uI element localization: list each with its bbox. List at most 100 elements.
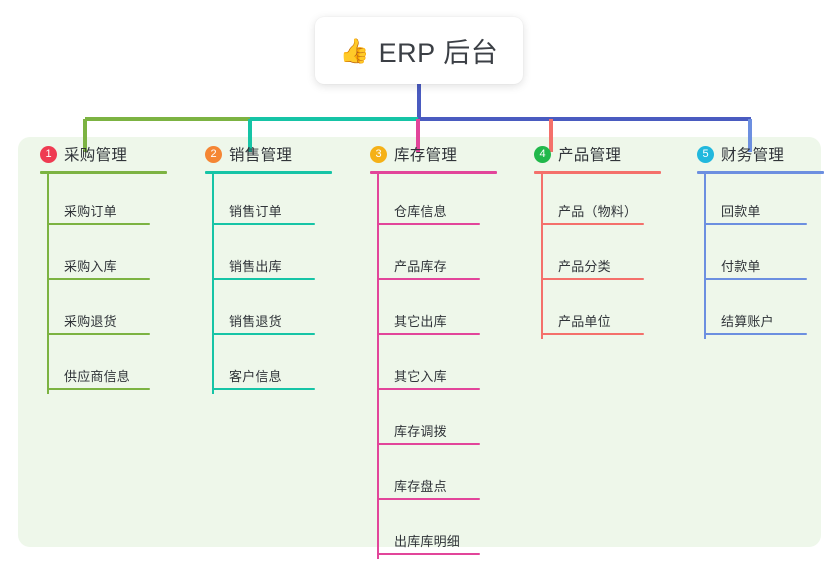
branch-item-rule <box>377 553 480 555</box>
branch-header-1[interactable]: 1 采购管理 <box>22 137 187 171</box>
branch-item-label: 供应商信息 <box>64 369 131 384</box>
branch-item[interactable]: 付款单 <box>704 229 839 284</box>
branch-item-rule <box>704 223 807 225</box>
branch-spine-1 <box>47 174 49 394</box>
branch-badge-icon-4: 4 <box>534 145 551 163</box>
branch-item[interactable]: 回款单 <box>704 174 839 229</box>
branch-header-3[interactable]: 3 库存管理 <box>352 137 517 171</box>
root-node-card[interactable]: 👍 ERP 后台 <box>315 17 523 84</box>
branch-item-rule <box>377 223 480 225</box>
branch-item-rule <box>541 333 644 335</box>
branch-item-rule <box>47 223 150 225</box>
branch-item[interactable]: 出库库明细 <box>377 504 517 559</box>
branch-item-label: 结算账户 <box>721 314 774 329</box>
branch-item-label: 库存盘点 <box>394 479 447 494</box>
branch-spine-5 <box>704 174 706 339</box>
branch-items-4: 产品（物料） 产品分类产品单位 <box>541 174 681 339</box>
diagram-panel <box>18 137 821 547</box>
branch-header-rule-3 <box>370 171 497 174</box>
branch-item-rule <box>212 278 315 280</box>
branch-title-4: 产品管理 <box>558 147 622 164</box>
branch-item-rule <box>212 223 315 225</box>
branch-item[interactable]: 结算账户 <box>704 284 839 339</box>
branch-item-rule <box>212 333 315 335</box>
branch-item[interactable]: 客户信息 <box>212 339 352 394</box>
branch-column-5: 5 财务管理回款单付款单结算账户 <box>679 137 839 339</box>
branch-spine-2 <box>212 174 214 394</box>
branch-item-label: 采购入库 <box>64 259 117 274</box>
branch-item[interactable]: 产品（物料） <box>541 174 681 229</box>
branch-item-label: 回款单 <box>721 204 761 219</box>
branch-item-rule <box>377 278 480 280</box>
root-node-content: 👍 ERP 后台 <box>340 31 498 70</box>
branch-item[interactable]: 产品单位 <box>541 284 681 339</box>
branch-items-5: 回款单付款单结算账户 <box>704 174 839 339</box>
branch-header-rule-1 <box>40 171 167 174</box>
branch-item[interactable]: 供应商信息 <box>47 339 187 394</box>
branch-item-label: 采购退货 <box>64 314 117 329</box>
branch-badge-icon-5: 5 <box>697 145 714 163</box>
branch-title-1: 采购管理 <box>64 147 128 164</box>
branch-item[interactable]: 销售出库 <box>212 229 352 284</box>
branch-column-3: 3 库存管理仓库信息产品库存其它出库其它入库库存调拨库存盘点出库库明细 <box>352 137 517 559</box>
branch-item-label: 产品库存 <box>394 259 447 274</box>
branch-column-4: 4 产品管理产品（物料） 产品分类产品单位 <box>516 137 681 339</box>
branch-item[interactable]: 销售退货 <box>212 284 352 339</box>
branch-items-2: 销售订单销售出库销售退货客户信息 <box>212 174 352 394</box>
branch-badge-icon-3: 3 <box>370 145 387 163</box>
branch-item-rule <box>377 388 480 390</box>
branch-item-rule <box>377 498 480 500</box>
branch-item-rule <box>541 278 644 280</box>
branch-item[interactable]: 产品库存 <box>377 229 517 284</box>
branch-item[interactable]: 库存调拨 <box>377 394 517 449</box>
branch-item-rule <box>47 388 150 390</box>
branch-item-label: 产品分类 <box>558 259 611 274</box>
branch-item-rule <box>704 333 807 335</box>
branch-item-label: 库存调拨 <box>394 424 447 439</box>
branch-item-label: 销售订单 <box>229 204 282 219</box>
root-node-title: ERP 后台 <box>378 38 499 68</box>
branch-column-1: 1 采购管理采购订单采购入库采购退货供应商信息 <box>22 137 187 394</box>
branch-item[interactable]: 销售订单 <box>212 174 352 229</box>
branch-item-label: 其它出库 <box>394 314 447 329</box>
branch-badge-icon-2: 2 <box>205 145 222 163</box>
branch-header-4[interactable]: 4 产品管理 <box>516 137 681 171</box>
branch-item[interactable]: 产品分类 <box>541 229 681 284</box>
branch-title-3: 库存管理 <box>394 147 458 164</box>
branch-item-rule <box>47 333 150 335</box>
branch-item-label: 采购订单 <box>64 204 117 219</box>
branch-items-3: 仓库信息产品库存其它出库其它入库库存调拨库存盘点出库库明细 <box>377 174 517 559</box>
branch-item-rule <box>541 223 644 225</box>
branch-item[interactable]: 其它出库 <box>377 284 517 339</box>
branch-header-rule-2 <box>205 171 332 174</box>
branch-item[interactable]: 仓库信息 <box>377 174 517 229</box>
branch-item-rule <box>704 278 807 280</box>
branch-item-label: 出库库明细 <box>394 534 461 549</box>
branch-item-label: 付款单 <box>721 259 761 274</box>
branch-item-label: 销售退货 <box>229 314 282 329</box>
branch-badge-icon-1: 1 <box>40 145 57 163</box>
branch-item-label: 客户信息 <box>229 369 282 384</box>
branch-item-label: 仓库信息 <box>394 204 447 219</box>
branch-item-label: 销售出库 <box>229 259 282 274</box>
branch-items-1: 采购订单采购入库采购退货供应商信息 <box>47 174 187 394</box>
branch-item[interactable]: 其它入库 <box>377 339 517 394</box>
branch-item[interactable]: 采购订单 <box>47 174 187 229</box>
branch-title-5: 财务管理 <box>721 147 785 164</box>
branch-item-rule <box>47 278 150 280</box>
branch-item-label: 产品单位 <box>558 314 611 329</box>
branch-item[interactable]: 库存盘点 <box>377 449 517 504</box>
branch-item-rule <box>377 443 480 445</box>
branch-header-5[interactable]: 5 财务管理 <box>679 137 839 171</box>
branch-item[interactable]: 采购入库 <box>47 229 187 284</box>
branch-item[interactable]: 采购退货 <box>47 284 187 339</box>
branch-header-rule-5 <box>697 171 824 174</box>
branch-spine-4 <box>541 174 543 339</box>
branch-spine-3 <box>377 174 379 559</box>
branch-header-rule-4 <box>534 171 661 174</box>
thumbs-up-icon: 👍 <box>339 36 370 65</box>
